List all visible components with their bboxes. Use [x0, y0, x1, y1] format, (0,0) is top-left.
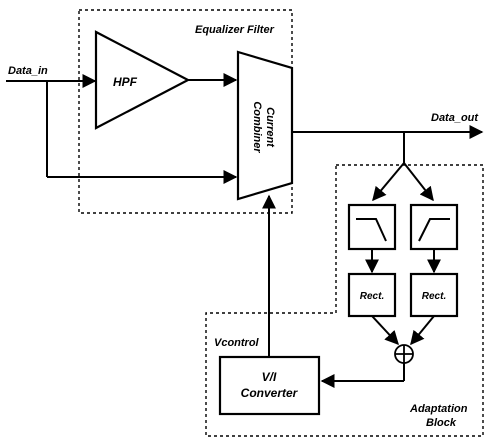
vi-label-1: V/I: [262, 370, 277, 384]
combiner-label-2: Combiner: [251, 101, 263, 153]
rect-right-label: Rect.: [422, 291, 446, 302]
data-out-label: Data_out: [431, 112, 479, 124]
rect-left-label: Rect.: [360, 291, 384, 302]
lowpass-filter-icon: [356, 218, 387, 242]
adaptation-block-region: [205, 164, 484, 437]
highpass-filter-icon: [418, 218, 450, 242]
rectifier-right: [409, 272, 459, 318]
rect-right-to-sum-wire: [410, 315, 435, 346]
data-in-label: Data_in: [8, 65, 48, 77]
current-combiner: [236, 50, 294, 201]
tap-to-lowpass-wire: [372, 162, 405, 202]
summing-node-icon: [394, 344, 414, 364]
rect-left-to-sum-wire: [371, 315, 399, 346]
hpf-amplifier: [94, 30, 191, 130]
adaptation-block-label-2: Block: [426, 417, 457, 429]
hpf-label: HPF: [113, 75, 138, 89]
highpass-filter: [409, 203, 459, 251]
tap-to-highpass-wire: [403, 162, 434, 202]
vcontrol-label: Vcontrol: [214, 337, 260, 349]
adaptation-block-label-1: Adaptation: [409, 403, 468, 415]
lowpass-filter: [347, 203, 397, 251]
vi-label-2: Converter: [241, 386, 299, 400]
equalizer-filter-title: Equalizer Filter: [195, 24, 275, 36]
combiner-label-1: Current: [264, 107, 276, 148]
